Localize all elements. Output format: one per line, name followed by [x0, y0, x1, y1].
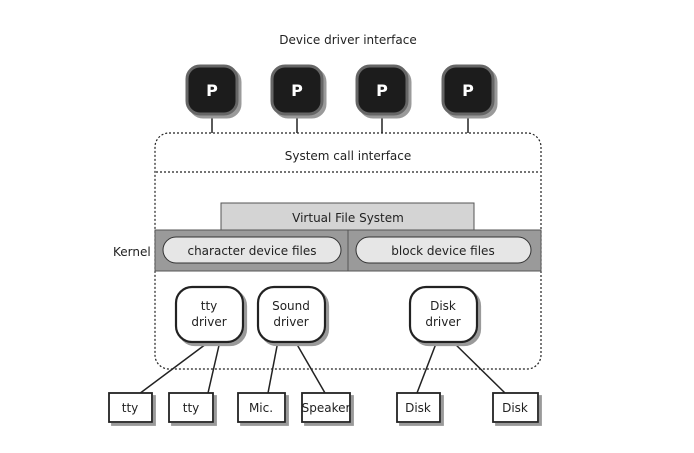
driver-connectors — [138, 340, 506, 395]
process-label: P — [376, 81, 388, 100]
device-label: Speaker — [302, 401, 351, 415]
mic-connector — [267, 340, 279, 394]
device-speaker: Speaker — [301, 392, 351, 423]
diagram-title: Device driver interface — [279, 33, 417, 47]
process-box: P — [270, 64, 324, 116]
disk-connector — [451, 340, 506, 394]
block-device-files-label: block device files — [391, 244, 494, 258]
disk-driver-line1: Disk — [430, 299, 456, 313]
device-tty: tty — [108, 392, 153, 423]
device-label: tty — [183, 401, 200, 415]
tty-driver-line2: driver — [191, 315, 226, 329]
speaker-connector — [294, 340, 326, 394]
tty-driver-line1: tty — [201, 299, 218, 313]
process-label: P — [291, 81, 303, 100]
disk-driver: Disk driver — [408, 285, 479, 344]
device-label: Disk — [502, 401, 528, 415]
process-label: P — [462, 81, 474, 100]
process-box: P — [355, 64, 409, 116]
process-label: P — [206, 81, 218, 100]
sound-driver-line2: driver — [273, 315, 308, 329]
process-connectors — [211, 113, 469, 133]
disk-connector — [416, 340, 438, 394]
character-device-files-box — [162, 236, 342, 264]
device-mic: Mic. — [237, 392, 286, 423]
device-label: tty — [122, 401, 139, 415]
disk-driver-line2: driver — [425, 315, 460, 329]
tty-connector — [207, 340, 221, 394]
sound-driver: Sound driver — [256, 285, 327, 344]
process-box: P — [441, 64, 495, 116]
tty-connector — [138, 340, 211, 395]
character-device-files-label: character device files — [187, 244, 316, 258]
virtual-file-system-label: Virtual File System — [292, 211, 404, 225]
device-label: Mic. — [249, 401, 273, 415]
device-label: Disk — [405, 401, 431, 415]
system-call-interface-label: System call interface — [285, 149, 412, 163]
tty-driver: tty driver — [174, 285, 245, 344]
sound-driver-line1: Sound — [272, 299, 310, 313]
device-disk: Disk — [492, 392, 539, 423]
process-box: P — [185, 64, 239, 116]
device-disk: Disk — [396, 392, 441, 423]
kernel-label: Kernel — [113, 245, 151, 259]
block-device-files-box — [355, 236, 532, 264]
device-tty: tty — [168, 392, 214, 423]
